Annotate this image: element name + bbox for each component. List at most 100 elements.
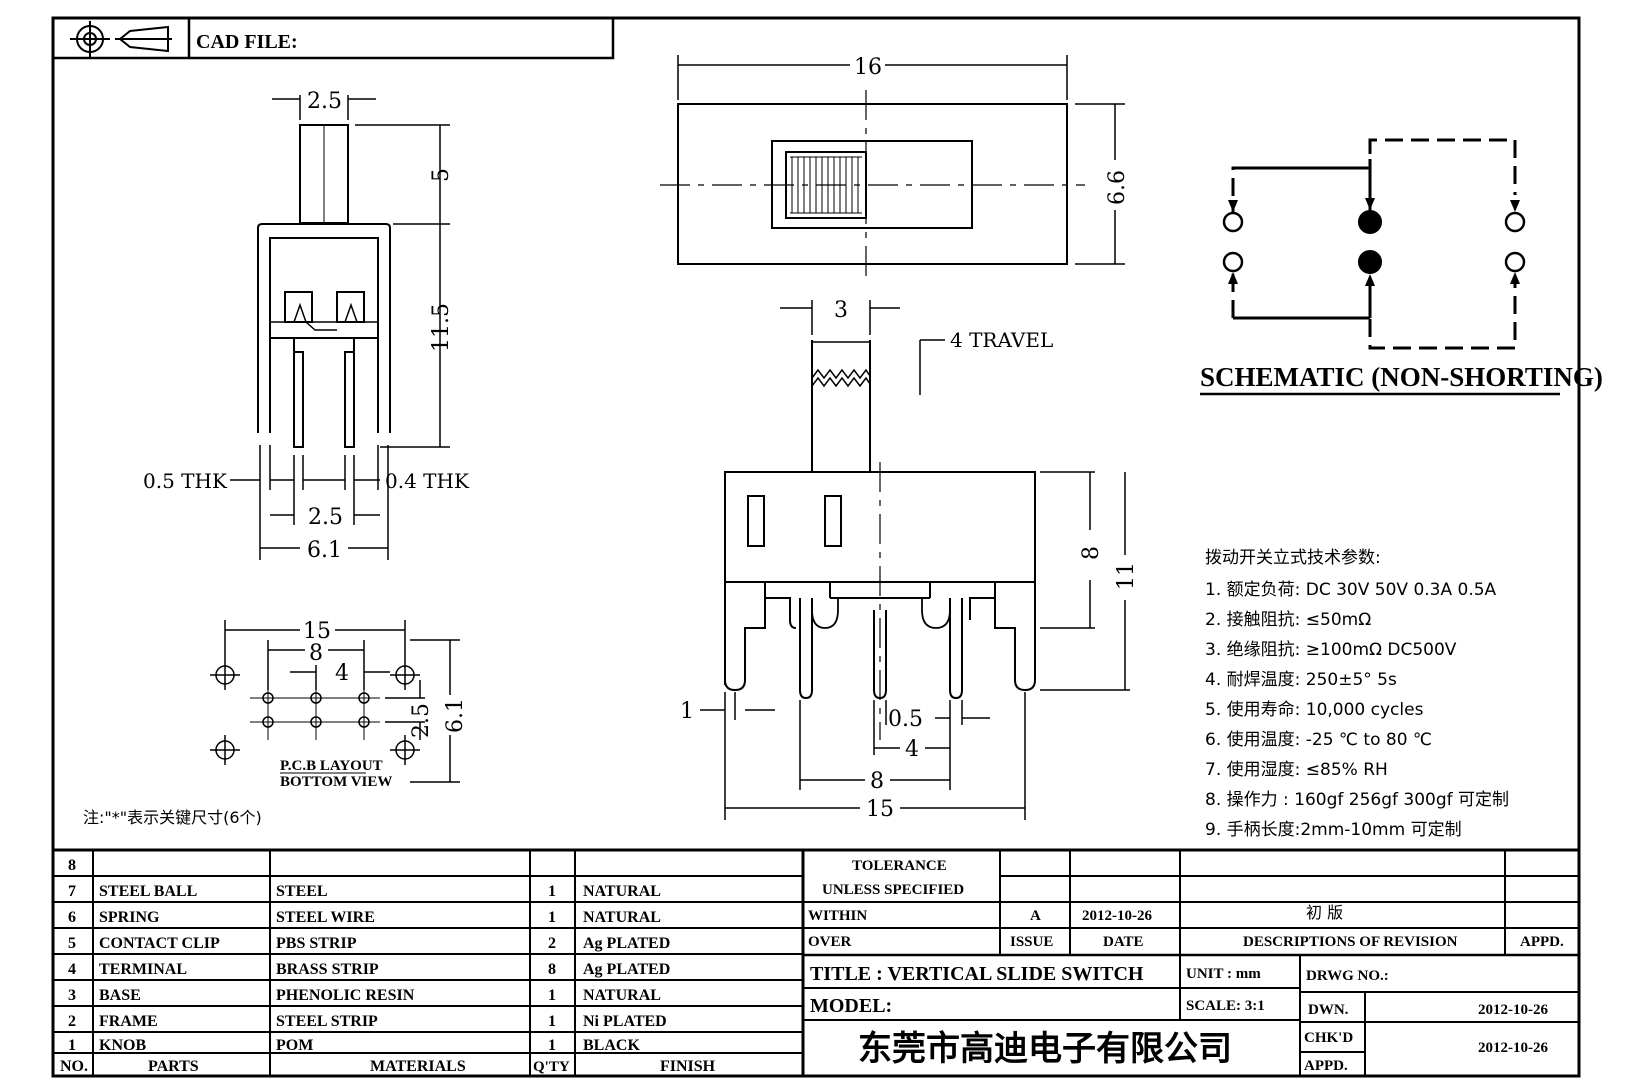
bom-part: CONTACT CLIP <box>99 935 220 952</box>
bom-part: TERMINAL <box>99 961 187 978</box>
bom-table <box>53 848 1579 1076</box>
schematic-terminal-icon <box>1504 211 1526 233</box>
schematic-terminal-icon <box>1504 251 1526 273</box>
schematic-common-terminal-icon <box>1358 250 1382 274</box>
spec-item: 9. 手柄长度:2mm-10mm 可定制 <box>1205 820 1462 840</box>
side-label-0-5-thk: 0.5 THK <box>143 469 228 493</box>
description-header: DESCRIPTIONS OF REVISION <box>1243 934 1458 950</box>
front-dim-thk: 0.5 <box>888 707 923 732</box>
date-header: DATE <box>1103 934 1144 950</box>
side-dim-top: 2.5 <box>307 89 342 114</box>
spec-item: 5. 使用寿命: 10,000 cycles <box>1205 699 1424 720</box>
bom-material: STEEL STRIP <box>276 1013 378 1030</box>
bom-qty: 1 <box>548 909 556 926</box>
bom-part: STEEL BALL <box>99 883 197 900</box>
bom-material: PBS STRIP <box>276 935 357 952</box>
bom-no: 8 <box>68 857 76 874</box>
front-dim-pitch: 4 <box>905 737 919 762</box>
bom-finish: NATURAL <box>583 883 661 900</box>
title-block <box>803 850 1579 1076</box>
bom-part: SPRING <box>99 909 160 926</box>
front-dim-handle: 3 <box>834 298 848 323</box>
drawn-label: DWN. <box>1308 1002 1349 1018</box>
pcb-dim-15: 15 <box>303 619 331 644</box>
bom-finish: NATURAL <box>583 909 661 926</box>
bom-material: STEEL WIRE <box>276 909 375 926</box>
bom-header-finish: FINISH <box>660 1058 716 1075</box>
bom-finish: Ni PLATED <box>583 1013 667 1030</box>
bom-part: FRAME <box>99 1013 158 1030</box>
bom-material: POM <box>276 1037 313 1054</box>
front-dim-body: 8 <box>1079 546 1104 560</box>
pcb-sublabel: BOTTOM VIEW <box>280 774 392 790</box>
key-dimension-note: 注:"*"表示关键尺寸(6个) <box>83 808 262 827</box>
bom-finish: Ag PLATED <box>583 935 670 952</box>
bom-no: 4 <box>68 961 76 978</box>
bom-qty: 8 <box>548 961 556 978</box>
bom-qty: 1 <box>548 987 556 1004</box>
bom-no: 2 <box>68 1013 76 1030</box>
spec-item: 7. 使用湿度: ≤85% RH <box>1205 759 1388 780</box>
bom-material: PHENOLIC RESIN <box>276 987 415 1004</box>
pcb-hole-icon <box>210 660 420 765</box>
unit-label: UNIT : mm <box>1186 966 1261 982</box>
schematic-common-terminal-icon <box>1358 210 1382 234</box>
within-label: WITHIN <box>808 908 867 924</box>
front-dim-total: 11 <box>1114 562 1139 590</box>
spec-item: 1. 额定负荷: DC 30V 50V 0.3A 0.5A <box>1205 580 1497 600</box>
front-dim-pin: 1 <box>680 699 694 724</box>
bom-no: 5 <box>68 935 76 952</box>
side-view: 2.5 5 11.5 0.5 THK 0.4 THK 2.5 6.1 <box>143 89 470 563</box>
spec-item: 3. 绝缘阻抗: ≥100mΩ DC500V <box>1205 640 1457 660</box>
spec-item: 8. 操作力 : 160gf 256gf 300gf 可定制 <box>1205 790 1509 810</box>
side-dim-pitch: 2.5 <box>308 505 343 530</box>
top-dim-height: 6.6 <box>1105 170 1130 205</box>
checked-date: 2012-10-26 <box>1478 1040 1548 1056</box>
revision-date: 2012-10-26 <box>1082 908 1152 924</box>
checked-label: CHK'D <box>1304 1030 1353 1046</box>
bom-qty: 1 <box>548 883 556 900</box>
pcb-dim-2-5: 2.5 <box>409 703 434 738</box>
bom-header-qty: Q'TY <box>533 1059 570 1075</box>
over-label: OVER <box>808 934 852 950</box>
bom-material: BRASS STRIP <box>276 961 379 978</box>
model-label: MODEL: <box>810 995 892 1017</box>
pcb-layout: 15 8 4 2.5 6.1 P.C.B LAYOUT BOTTOM VIEW <box>210 619 468 790</box>
drawing-title: TITLE : VERTICAL SLIDE SWITCH <box>810 963 1144 985</box>
bom-header-parts: PARTS <box>148 1058 199 1075</box>
bom-header-materials: MATERIALS <box>370 1058 466 1075</box>
spec-item: 4. 耐焊温度: 250±5° 5s <box>1205 670 1397 690</box>
tolerance-label: TOLERANCE <box>852 858 947 874</box>
bom-qty: 1 <box>548 1037 556 1054</box>
bom-material: STEEL <box>276 883 328 900</box>
issue-header: ISSUE <box>1010 934 1053 950</box>
top-dim-length: 16 <box>854 55 882 80</box>
company-name: 东莞市高迪电子有限公司 <box>858 1029 1232 1069</box>
front-dim-length: 15 <box>866 797 894 822</box>
bom-no: 6 <box>68 909 76 926</box>
schematic-terminal-icon <box>1222 251 1244 273</box>
bom-finish: Ag PLATED <box>583 961 670 978</box>
bom-rows: 8 7 STEEL BALL STEEL 1 NATURAL 6 SPRING … <box>60 857 716 1075</box>
drawn-date: 2012-10-26 <box>1478 1002 1548 1018</box>
bom-no: 7 <box>68 883 76 900</box>
bom-part: KNOB <box>99 1037 146 1054</box>
pcb-dim-4: 4 <box>335 661 349 686</box>
schematic-title: SCHEMATIC (NON-SHORTING) <box>1200 362 1603 392</box>
side-dim-11-5: 11.5 <box>429 303 454 352</box>
pcb-dim-6-1: 6.1 <box>443 698 468 733</box>
spec-item: 6. 使用温度: -25 ℃ to 80 ℃ <box>1205 729 1432 750</box>
bom-no: 1 <box>68 1037 76 1054</box>
bom-finish: NATURAL <box>583 987 661 1004</box>
header-box: CAD FILE: <box>51 16 615 60</box>
unless-specified-label: UNLESS SPECIFIED <box>822 882 964 898</box>
front-view: 3 4 TRAVEL 8 11 1 0.5 4 8 15 <box>680 298 1139 822</box>
schematic-terminal-icon <box>1222 211 1244 233</box>
cad-file-label: CAD FILE: <box>196 31 298 53</box>
bom-finish: BLACK <box>583 1037 640 1054</box>
bom-header-no: NO. <box>60 1058 88 1075</box>
schematic: SCHEMATIC (NON-SHORTING) <box>1200 138 1603 396</box>
approved-header: APPD. <box>1520 934 1564 950</box>
side-dim-width: 6.1 <box>307 538 342 563</box>
